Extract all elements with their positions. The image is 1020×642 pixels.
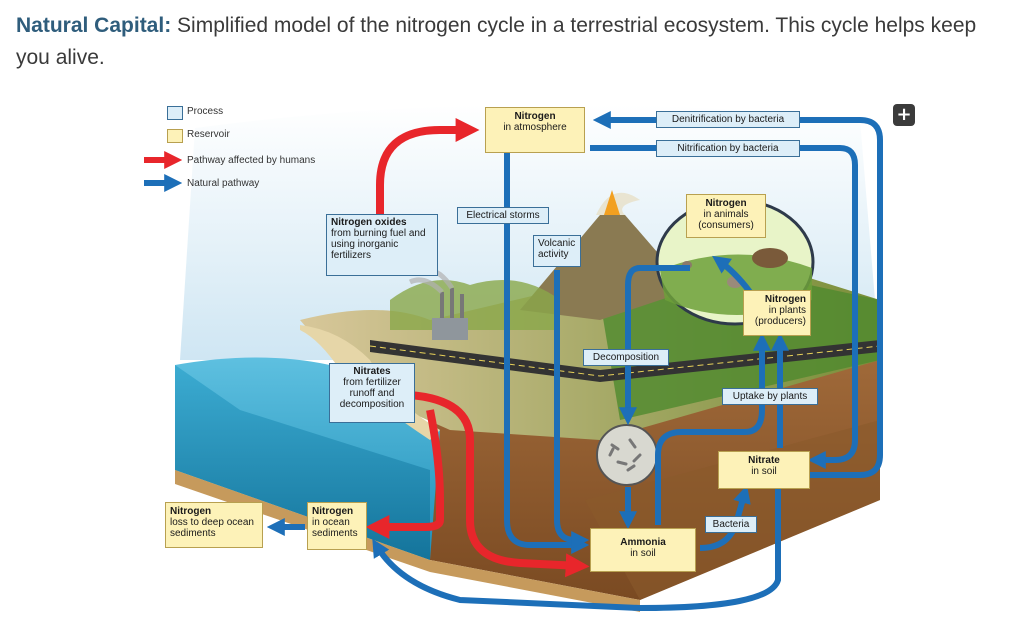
legend-human-label: Pathway affected by humans xyxy=(187,155,316,166)
legend-reservoir-swatch xyxy=(167,129,183,143)
animals-sub: in animals (consumers) xyxy=(698,209,754,231)
legend-process-swatch xyxy=(167,106,183,120)
ammonia-sub: in soil xyxy=(630,548,656,559)
arrow-plants-animals xyxy=(712,255,753,294)
arrow-oxides-atmosphere xyxy=(376,118,480,215)
legend-reservoir-label: Reservoir xyxy=(187,129,230,140)
caption-bold: Natural Capital: xyxy=(16,14,172,37)
bacteria-circle xyxy=(596,424,658,486)
arrow-nitrates-ocean xyxy=(365,409,444,539)
process-volcanic: Volcanic activity xyxy=(533,235,581,267)
reservoir-ammonia: Ammonia in soil xyxy=(590,528,696,572)
arrow-electrical-storms xyxy=(504,150,590,554)
nitrates-title: Nitrates xyxy=(353,366,391,377)
deer xyxy=(752,248,788,268)
plants-sub: in plants (producers) xyxy=(754,305,806,327)
deep-title: Nitrogen xyxy=(170,506,212,517)
arrow-nitrification xyxy=(590,145,858,469)
oxides-sub: from burning fuel and using inorganic fe… xyxy=(331,228,426,261)
volcano xyxy=(520,215,690,320)
process-bacteria: Bacteria xyxy=(705,516,757,533)
process-nitrogen-oxides: Nitrogen oxides from burning fuel and us… xyxy=(326,214,438,276)
lava xyxy=(604,190,620,215)
reservoir-atmosphere: Nitrogen in atmosphere xyxy=(485,107,585,153)
animals-title: Nitrogen xyxy=(705,198,747,209)
atm-title: Nitrogen xyxy=(514,111,556,122)
reservoir-ocean-sediments: Nitrogen in ocean sediments xyxy=(307,502,367,550)
oxides-title: Nitrogen oxides xyxy=(331,217,407,228)
sediment-layer xyxy=(175,470,640,612)
reservoir-plants: Nitrogen in plants (producers) xyxy=(743,290,811,336)
arrow-nitrates-ammonia xyxy=(409,391,590,578)
deep-sub: loss to deep ocean sediments xyxy=(170,517,254,539)
legend-natural-label: Natural pathway xyxy=(187,178,260,189)
ammonia-title: Ammonia xyxy=(620,537,666,548)
process-nitrification: Nitrification by bacteria xyxy=(656,140,800,157)
process-decomposition: Decomposition xyxy=(583,349,669,366)
reservoir-deep-loss: Nitrogen loss to deep ocean sediments xyxy=(165,502,263,548)
reservoir-nitrate: Nitrate in soil xyxy=(718,451,810,489)
caption-text: Simplified model of the nitrogen cycle i… xyxy=(16,14,977,69)
arrow-ammonia-plants xyxy=(655,332,771,525)
ocean-sub: in ocean sediments xyxy=(312,517,358,539)
arrow-denitrification xyxy=(592,111,883,478)
nitrate-sub: in soil xyxy=(751,466,777,477)
plants-title: Nitrogen xyxy=(764,294,806,305)
arrow-decomposition xyxy=(619,265,690,426)
hills xyxy=(390,280,560,330)
atm-sub: in atmosphere xyxy=(503,122,567,133)
process-uptake: Uptake by plants xyxy=(722,388,818,405)
nitrate-title: Nitrate xyxy=(748,455,780,466)
arrow-volcanic xyxy=(554,270,590,549)
arrow-nitrate-ocean xyxy=(372,488,781,612)
figure-caption: Natural Capital: Simplified model of the… xyxy=(16,10,1006,74)
process-electrical-storms: Electrical storms xyxy=(457,207,549,224)
plus-icon[interactable]: + xyxy=(893,104,915,126)
process-denitrification: Denitrification by bacteria xyxy=(656,111,800,128)
legend-process-label: Process xyxy=(187,106,224,117)
process-nitrates: Nitrates from fertilizer runoff and deco… xyxy=(329,363,415,423)
nitrates-sub: from fertilizer runoff and decomposition xyxy=(339,377,405,410)
reservoir-animals: Nitrogen in animals (consumers) xyxy=(686,194,766,238)
factory xyxy=(432,318,468,340)
ocean-title: Nitrogen xyxy=(312,506,354,517)
